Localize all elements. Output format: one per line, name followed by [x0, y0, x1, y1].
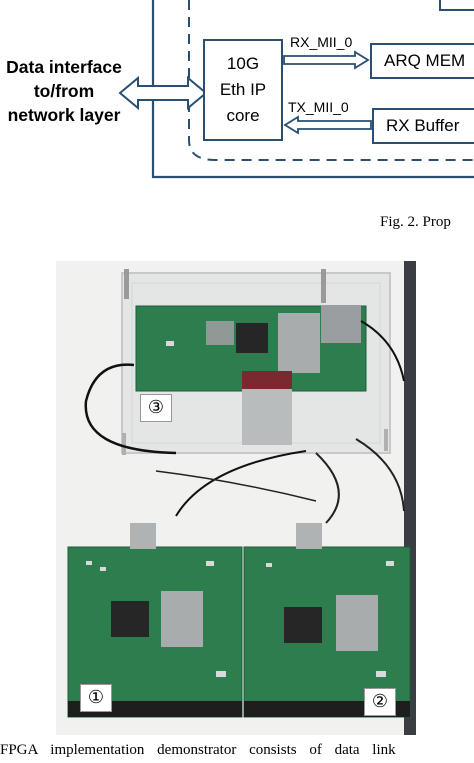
- rx-arrow: [283, 50, 370, 70]
- side-label-line-3: network layer: [7, 105, 121, 125]
- rx-buffer-block: RX Buffer: [372, 108, 474, 144]
- board-label-2: ②: [364, 688, 396, 716]
- figure-2-caption: Fig. 2. Prop: [380, 214, 451, 230]
- eth-core-line-2: Eth IP: [219, 80, 267, 99]
- board-label-3: ③: [140, 394, 172, 422]
- arq-mem-block: ARQ MEM: [370, 43, 474, 79]
- figure-3-caption: FPGA implementation demonstrator consist…: [0, 742, 396, 758]
- eth-core-line-1: 10G: [226, 54, 260, 73]
- side-label-line-2: to/from: [33, 81, 95, 101]
- bidirectional-arrow: [118, 75, 208, 111]
- block-diagram: [118, 0, 474, 179]
- network-layer-label: Data interface to/from network layer: [0, 55, 128, 127]
- fpga-demonstrator-photo: [56, 261, 416, 735]
- eth-core-line-3: core: [226, 106, 260, 125]
- side-label-line-1: Data interface: [6, 57, 122, 77]
- tx-arrow: [283, 115, 372, 135]
- solid-frame: [151, 0, 474, 179]
- tx-signal-label: TX_MII_0: [288, 99, 349, 115]
- rx-signal-label: RX_MII_0: [290, 34, 353, 50]
- eth-ip-core-block: 10G Eth IP core: [203, 39, 283, 141]
- board-label-1: ①: [80, 684, 112, 712]
- top-block-edge: [439, 0, 474, 11]
- dashed-boundary: [188, 0, 474, 161]
